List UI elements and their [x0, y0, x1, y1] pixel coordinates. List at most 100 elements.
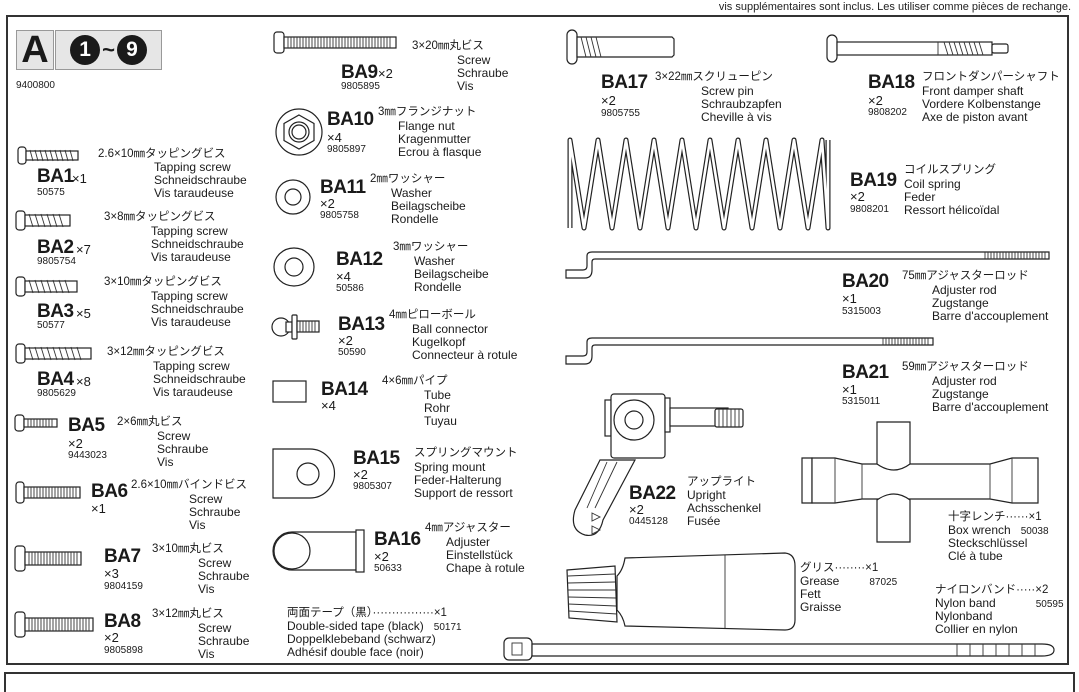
part-name-ja: アップライト — [687, 476, 756, 488]
part-name-fr: Axe de piston avant — [922, 110, 1028, 124]
grease-tube-icon — [566, 552, 796, 631]
upright-thread-icon — [714, 408, 744, 428]
part-code: BA7 — [104, 546, 141, 567]
part-name-ja: 75㎜アジャスターロッド — [902, 270, 1029, 282]
tape-info: 両面テープ（黒）················×1 Double-sided … — [287, 607, 462, 659]
part-qty: ×2 — [68, 436, 83, 451]
part-name-fr: Vis — [189, 518, 206, 532]
part-name-fr: Vis taraudeuse — [151, 250, 231, 264]
part-name-fr: Vis — [157, 455, 174, 469]
screw-pin-icon — [566, 29, 675, 65]
adjuster-rod-icon — [565, 337, 934, 365]
part-code: BA17 — [601, 72, 648, 93]
wrench-info: 十字レンチ······×1 Box wrench 50038 Steckschl… — [948, 511, 1049, 563]
part-number: 9805758 — [320, 210, 359, 221]
part-name-fr: Connecteur à rotule — [412, 348, 518, 362]
part-number: 5315011 — [842, 396, 881, 407]
part-name-de: Schraube — [198, 569, 250, 583]
step-tilde: ~ — [102, 37, 115, 62]
part-names: Washer Beilagscheibe Rondelle — [414, 255, 489, 294]
part-name-de: Schneidschraube — [154, 173, 247, 187]
machine-screw-icon — [15, 481, 81, 504]
wrench-name-ja: 十字レンチ······×1 — [948, 511, 1042, 523]
upright-icon — [572, 393, 729, 537]
part-names: Adjuster Einstellstück Chape à rotule — [446, 536, 525, 575]
part-names: Tapping screw Schneidschraube Vis taraud… — [151, 225, 244, 264]
part-names: Screw Schraube Vis — [189, 493, 240, 532]
part-name-ja: 4×6㎜パイプ — [382, 375, 448, 387]
ball-connector-icon — [271, 314, 320, 340]
part-name-de: Schraube — [457, 66, 509, 80]
part-name-ja: 3×10㎜丸ビス — [152, 543, 224, 555]
part-qty: ×3 — [104, 566, 119, 581]
part-name-ja: 3×8㎜タッピングビス — [104, 211, 216, 223]
part-name-en: Flange nut — [398, 119, 455, 133]
grease-name-en: Grease — [800, 574, 840, 588]
part-name-ja: 2㎜ワッシャー — [370, 173, 446, 185]
part-name-en: Screw — [198, 556, 232, 570]
part-name-fr: Vis — [457, 79, 474, 93]
part-name-en: Screw — [198, 621, 232, 635]
nylon-part-number: 50595 — [1035, 599, 1064, 610]
part-code: BA1 — [37, 166, 74, 187]
part-number: 50575 — [37, 187, 65, 198]
part-qty: ×1 — [842, 291, 857, 306]
part-qty: ×2 — [338, 333, 353, 348]
part-name-de: Beilagscheibe — [414, 267, 489, 281]
grease-name-fr: Graisse — [800, 600, 842, 614]
part-name-en: Adjuster rod — [932, 374, 997, 388]
part-name-ja: 2.6×10㎜バインドビス — [131, 479, 247, 491]
part-name-en: Adjuster rod — [932, 283, 997, 297]
tape-part-number: 50171 — [433, 622, 462, 633]
part-name-en: Screw — [157, 429, 191, 443]
part-names: Screw Schraube Vis — [157, 430, 208, 469]
part-name-en: Tube — [424, 388, 451, 402]
tape-name-en: Double-sided tape (black) — [287, 619, 424, 633]
part-names: Tapping screw Schneidschraube Vis taraud… — [154, 161, 247, 200]
part-name-de: Schraube — [157, 442, 209, 456]
part-name-fr: Ecrou à flasque — [398, 145, 482, 159]
part-number: 9805755 — [601, 108, 640, 119]
part-number: 50633 — [374, 563, 402, 574]
part-name-de: Schraube — [189, 505, 241, 519]
part-number: 50586 — [336, 283, 364, 294]
part-number: 9808202 — [868, 107, 907, 118]
grease-part-number: 87025 — [869, 577, 898, 588]
nylon-name-fr: Collier en nylon — [935, 622, 1018, 636]
part-names: Spring mount Feder-Halterung Support de … — [414, 461, 513, 500]
damper-shaft-icon — [826, 34, 1009, 63]
part-name-fr: Vis — [198, 647, 215, 661]
part-code: BA13 — [338, 314, 385, 335]
part-name-ja: コイルスプリング — [904, 164, 996, 176]
part-code: BA2 — [37, 237, 74, 258]
part-qty: ×2 — [629, 502, 644, 517]
next-section-frame — [4, 672, 1075, 692]
bag-part-number: 9400800 — [16, 80, 55, 91]
wrench-part-number: 50038 — [1020, 526, 1049, 537]
part-name-en: Washer — [414, 254, 455, 268]
nylon-info: ナイロンバンド·····×2 Nylon band 50595 Nylonban… — [935, 584, 1064, 636]
part-names: Tapping screw Schneidschraube Vis taraud… — [151, 290, 244, 329]
tape-name-de: Doppelklebeband (schwarz) — [287, 632, 436, 646]
part-code: BA6 — [91, 481, 128, 502]
part-number: 9805895 — [341, 81, 380, 92]
part-names: Screw pin Schraubzapfen Cheville à vis — [701, 85, 782, 124]
part-name-fr: Rondelle — [414, 280, 462, 294]
part-name-en: Ball connector — [412, 322, 489, 336]
part-number: 9805307 — [353, 481, 392, 492]
wrench-name-fr: Clé à tube — [948, 549, 1003, 563]
tapping-screw-icon — [15, 276, 78, 297]
part-code: BA21 — [842, 362, 889, 383]
part-qty: ×5 — [76, 306, 91, 321]
part-name-de: Feder — [904, 190, 936, 204]
machine-screw-icon — [14, 545, 82, 572]
part-qty: ×4 — [321, 398, 336, 413]
part-code: BA10 — [327, 109, 374, 130]
part-names: アップライト Upright Achsschenkel Fusée — [687, 476, 761, 528]
part-code: BA19 — [850, 170, 897, 191]
part-names: Front damper shaft Vordere Kolbenstange … — [922, 85, 1041, 124]
part-name-ja: 59㎜アジャスターロッド — [902, 361, 1029, 373]
part-name-ja: 3×20㎜丸ビス — [412, 40, 484, 52]
part-name-de: Kugelkopf — [412, 335, 466, 349]
tape-name-ja: 両面テープ（黒）················×1 — [287, 607, 447, 619]
